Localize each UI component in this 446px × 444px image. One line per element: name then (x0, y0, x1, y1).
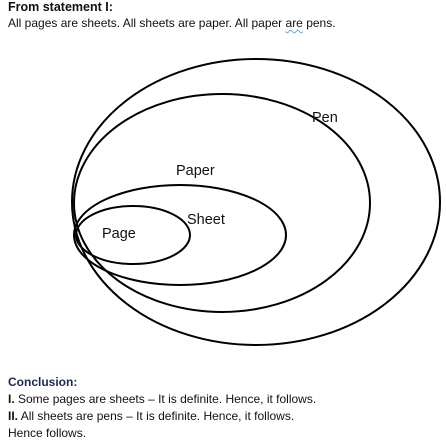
conclusion-final: Hence follows. (8, 426, 87, 440)
paper-label: Paper (176, 163, 215, 179)
statement-text-part: All pages are sheets. All sheets are pap… (8, 16, 286, 30)
statement-text-part: pens. (302, 16, 336, 30)
statement-text: All pages are sheets. All sheets are pap… (8, 15, 336, 31)
pen-ellipse (71, 58, 441, 346)
conclusion-item-text: All sheets are pens – It is definite. He… (18, 409, 295, 423)
conclusion-item-number: I. (8, 392, 15, 406)
pen-label: Pen (312, 110, 338, 126)
conclusion-item: I. Some pages are sheets – It is definit… (8, 391, 316, 408)
conclusion-item: II. All sheets are pens – It is definite… (8, 408, 316, 425)
conclusion-item-number: II. (8, 409, 19, 423)
sheet-ellipse (73, 184, 287, 286)
paper-ellipse (73, 93, 371, 313)
conclusion-title: Conclusion: (8, 375, 78, 389)
statement-underlined-word: are (285, 16, 303, 30)
conclusion-item-text: Some pages are sheets – It is definite. … (14, 392, 317, 406)
page-ellipse (75, 205, 191, 265)
conclusion-block: Conclusion: I. Some pages are sheets – I… (8, 374, 316, 442)
page-label: Page (102, 226, 136, 242)
sheet-label: Sheet (187, 212, 225, 228)
statement-heading: From statement I: (8, 0, 113, 14)
